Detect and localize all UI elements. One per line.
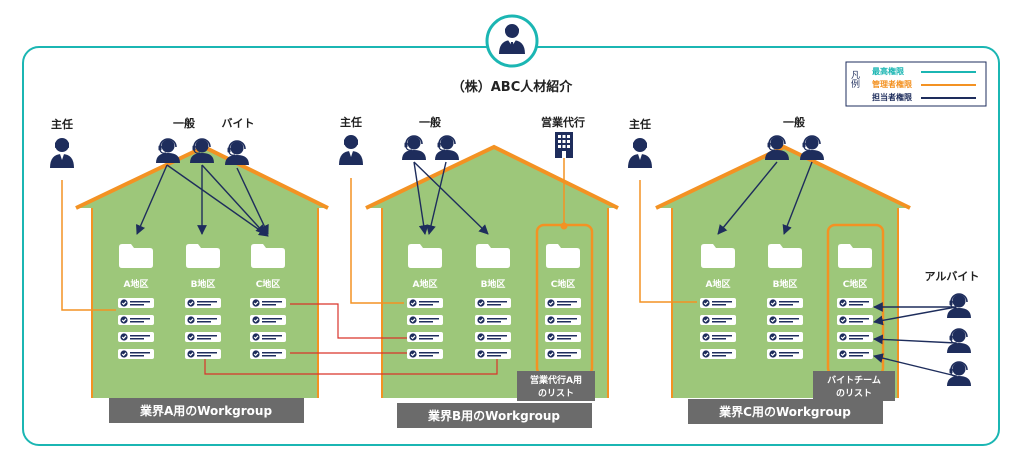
checklist-icon-a-1-4 [118,349,154,359]
folder-label-c-1: A地区 [706,278,731,290]
folder-label-c-2: B地区 [773,278,798,290]
folder-label-a-1: A地区 [124,278,149,290]
checklist-icon-a-3-1 [250,298,286,308]
shared-list-connections [204,303,498,375]
checklist-icon-c-2-3 [767,332,803,342]
agency-connection-dot [560,222,568,230]
role-label-parttime-a: バイト [222,117,255,130]
folder-label-a-2: B地区 [191,278,216,290]
parttime-a-headset-icon [224,140,250,165]
workgroup-house-b [365,144,619,398]
checklist-icon-a-2-4 [185,349,221,359]
checklist-icon-b-3-1 [545,298,581,308]
checklist-icon-b-1-2 [407,315,443,325]
checklist-icon-c-3-3 [837,332,873,342]
checklist-icon-c-1-3 [700,332,736,342]
checklist-icon-a-1-2 [118,315,154,325]
checklist-icon-c-3-2 [837,315,873,325]
workgroup-b-label: 業界B用のWorkgroup [397,403,592,428]
workgroup-a-label: 業界A用のWorkgroup [109,398,304,423]
checklist-icon-a-2-1 [185,298,221,308]
folder-label-c-3: C地区 [843,278,868,290]
role-label-general-a: 一般 [173,116,195,130]
agency-building-icon [555,132,573,158]
checklist-icon-c-3-1 [837,298,873,308]
agency-list-note-line1: 営業代行A用 [530,374,582,386]
arbeit-1-headset-icon [946,293,972,318]
workgroup-c-label: 業界C用のWorkgroup [688,399,883,424]
role-label-agency: 営業代行 [541,115,585,129]
agency-list-note: 営業代行A用 のリスト [517,371,595,401]
legend-title: 凡例 [849,70,860,89]
checklist-icon-b-3-3 [545,332,581,342]
leader-c-person-icon [628,138,652,168]
legend-item-staff: 担当者権限 [872,92,912,102]
leader-a-person-icon [50,138,74,168]
checklist-icon-b-2-4 [475,349,511,359]
leader-connections [61,158,697,311]
company-ceo-icon [485,14,539,68]
checklist-icon-c-2-2 [767,315,803,325]
general-a1-headset-icon [155,138,181,163]
svg-text:業界B用のWorkgroup: 業界B用のWorkgroup [427,408,560,423]
checklist-icon-a-1-3 [118,332,154,342]
checklist-icon-b-3-2 [545,315,581,325]
folder-label-b-3: C地区 [551,278,576,290]
role-label-arbeit: アルバイト [925,270,980,283]
checklist-icon-c-2-1 [767,298,803,308]
role-label-leader-a: 主任 [51,117,73,131]
folder-label-b-1: A地区 [413,278,438,290]
parttime-list-note-line1: バイトチーム [827,375,881,386]
agency-list-note-line2: のリスト [538,388,574,399]
checklist-icon-a-3-3 [250,332,286,342]
legend: 凡例 最高権限 管理者権限 担当者権限 [845,61,987,107]
checklist-icon-c-1-4 [700,349,736,359]
checklist-icon-c-1-1 [700,298,736,308]
checklist-icon-b-2-1 [475,298,511,308]
workgroup-house-c [655,144,911,398]
arbeit-2-headset-icon [946,328,972,353]
folder-label-b-2: B地区 [481,278,506,290]
checklist-icon-c-2-4 [767,349,803,359]
general-b1-headset-icon [401,135,427,160]
checklist-icon-a-2-3 [185,332,221,342]
folders-layer: A地区 B地区 C地区 A地区 B地区 C地区 A地区 B地区 C地区 [118,244,873,359]
legend-item-admin: 管理者権限 [872,79,912,89]
folder-label-a-3: C地区 [256,278,281,290]
checklist-icon-a-1-1 [118,298,154,308]
checklist-icon-c-1-2 [700,315,736,325]
checklist-icon-b-2-2 [475,315,511,325]
role-label-general-b: 一般 [419,115,441,129]
svg-text:業界A用のWorkgroup: 業界A用のWorkgroup [139,403,273,418]
company-name: （株）ABC人材紹介 [452,79,574,95]
checklist-icon-a-3-4 [250,349,286,359]
role-label-general-c: 一般 [783,115,805,129]
checklist-icon-c-3-4 [837,349,873,359]
role-label-leader-c: 主任 [629,117,651,131]
checklist-icon-b-1-1 [407,298,443,308]
general-b2-headset-icon [434,135,460,160]
checklist-icon-b-3-4 [545,349,581,359]
parttime-list-note-line2: のリスト [836,388,872,399]
role-label-leader-b: 主任 [340,115,362,129]
checklist-icon-b-1-3 [407,332,443,342]
legend-item-top: 最高権限 [872,66,904,76]
leader-b-person-icon [339,135,363,165]
staff-access-arrows [136,161,957,377]
general-c2-headset-icon [799,135,825,160]
checklist-icon-a-2-2 [185,315,221,325]
checklist-icon-b-2-3 [475,332,511,342]
svg-text:業界C用のWorkgroup: 業界C用のWorkgroup [718,404,851,419]
parttime-list-note: バイトチーム のリスト [813,371,895,401]
checklist-icon-b-1-4 [407,349,443,359]
checklist-icon-a-3-2 [250,315,286,325]
